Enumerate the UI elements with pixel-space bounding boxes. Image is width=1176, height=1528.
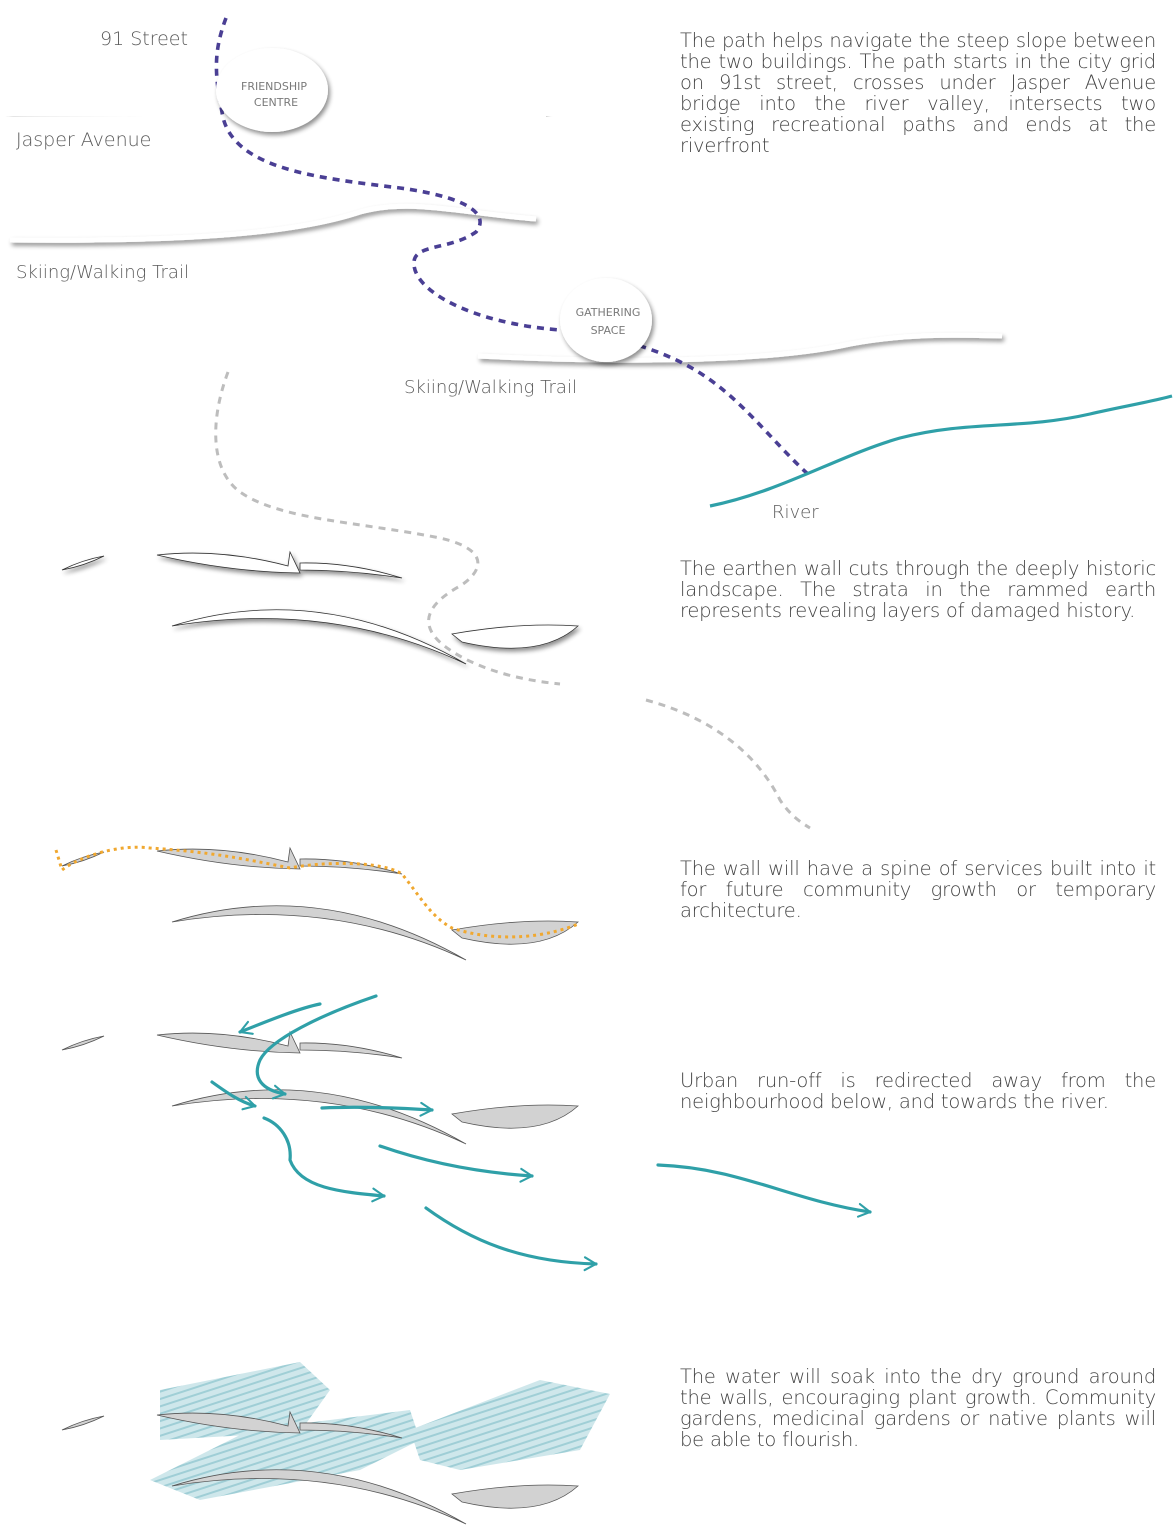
wall-outline-spine bbox=[61, 847, 579, 961]
river-label: River bbox=[772, 502, 819, 523]
section-spine-diagram bbox=[54, 845, 579, 961]
friendship-centre-label-2: CENTRE bbox=[254, 96, 298, 109]
lower-trail-line bbox=[477, 332, 1003, 363]
community-path bbox=[214, 17, 812, 478]
gathering-space-label-2: SPACE bbox=[591, 324, 626, 337]
wall-strata-outline bbox=[61, 551, 579, 665]
runoff-arrow-through-wall bbox=[262, 1116, 386, 1203]
section-runoff-diagram bbox=[61, 994, 872, 1272]
runoff-arrow-upper-left bbox=[238, 1002, 322, 1035]
street-label-mask bbox=[90, 26, 208, 50]
trail-lower-label-mask bbox=[400, 374, 620, 398]
trail-upper-label-mask bbox=[12, 262, 232, 286]
runoff-arrow-mid bbox=[320, 1101, 434, 1117]
runoff-description: Urban run-off is redirected away from th… bbox=[680, 1069, 1156, 1113]
river-line bbox=[709, 394, 1173, 508]
spine-description: The wall will have a spine of services b… bbox=[680, 857, 1156, 922]
vegetation-zone-right bbox=[410, 1380, 610, 1470]
runoff-arrow-lower bbox=[424, 1206, 598, 1272]
friendship-centre-label-1: FRIENDSHIP bbox=[241, 80, 307, 93]
wall-outline-runoff bbox=[61, 1031, 579, 1145]
street-label: 91 Street bbox=[100, 28, 188, 50]
runoff-arrow-to-river bbox=[656, 1163, 872, 1218]
service-spine-line bbox=[54, 845, 579, 939]
ghost-path-lower bbox=[645, 698, 811, 830]
friendship-centre-bubble bbox=[216, 48, 328, 132]
runoff-arrow-small bbox=[210, 1080, 257, 1111]
gathering-space-bubble bbox=[560, 278, 652, 362]
section-growth-diagram bbox=[61, 1362, 610, 1525]
ghost-path bbox=[214, 371, 561, 686]
upper-trail-line bbox=[9, 203, 537, 243]
runoff-arrow-main bbox=[255, 994, 378, 1100]
section-wall-diagram bbox=[61, 371, 811, 830]
runoff-arrow-right bbox=[378, 1144, 534, 1183]
wall-description: The earthen wall cuts through the deeply… bbox=[680, 557, 1156, 622]
growth-description: The water will soak into the dry ground … bbox=[680, 1365, 1156, 1451]
trail-lower-label: Skiing/Walking Trail bbox=[404, 377, 577, 398]
path-description: The path helps navigate the steep slope … bbox=[680, 29, 1156, 157]
trail-upper-label: Skiing/Walking Trail bbox=[16, 262, 189, 283]
gathering-space-label-1: GATHERING bbox=[576, 306, 641, 319]
jasper-avenue-label: Jasper Avenue bbox=[16, 129, 151, 151]
jasper-label-mask bbox=[10, 126, 166, 152]
section-path-diagram: FRIENDSHIP CENTRE GATHERING SPACE 91 Str… bbox=[7, 16, 1173, 523]
